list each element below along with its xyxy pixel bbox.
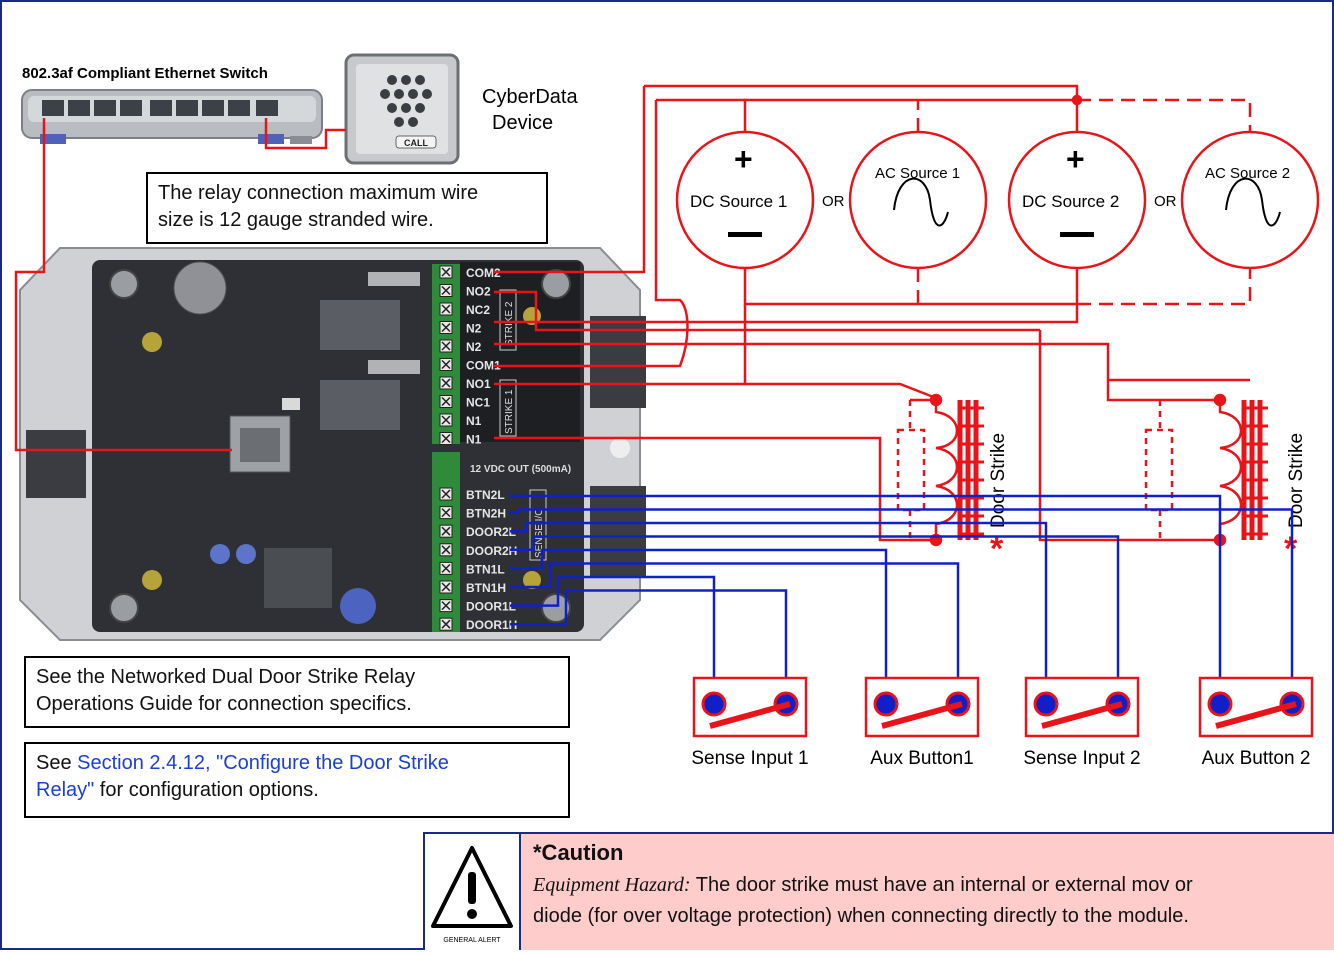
ac-source-2-label: AC Source 2 (1205, 165, 1290, 182)
relay-terminal-label: COM2 (466, 266, 501, 280)
network-cables (14, 118, 346, 452)
power-wiring (494, 84, 1252, 542)
general-alert-box: GENERAL ALERT (425, 834, 521, 950)
sense-terminal-screws (439, 487, 453, 631)
ac-source-2 (1180, 130, 1320, 270)
caution-text-line1: The door strike must have an internal or… (690, 874, 1193, 896)
sense-terminal-label: BTN2H (466, 507, 506, 521)
source-symbols: + + (728, 141, 1281, 237)
relay-terminal-label: N1 (466, 433, 482, 447)
ac2-sine-icon (1225, 177, 1281, 227)
warning-triangle-icon: GENERAL ALERT (431, 846, 513, 944)
call-label: CALL (404, 138, 428, 148)
sense-terminal-label: DOOR1L (466, 600, 516, 614)
sense-wire (510, 535, 1120, 693)
sense-wire (510, 521, 1048, 693)
sense-terminal-label: DOOR1H (466, 618, 517, 632)
caution-text: Equipment Hazard: The door strike must h… (533, 870, 1322, 932)
sense-terminal-label: DOOR2H (466, 544, 517, 558)
dc1-minus (728, 232, 762, 237)
power-sources (675, 130, 1320, 270)
switch-label: Sense Input 1 (691, 748, 808, 769)
sense-switch: Sense Input 2 (1023, 676, 1141, 769)
switch-label: Aux Button 2 (1202, 748, 1311, 769)
config-note: See Section 2.4.12, "Configure the Door … (24, 742, 570, 818)
sense-wiring (508, 494, 1294, 693)
sense-wire (510, 508, 1294, 693)
ac-source-1-label: AC Source 1 (875, 165, 960, 182)
caution-text-line2: diode (for over voltage protection) when… (533, 905, 1189, 927)
wire-size-note-line2: size is 12 gauge stranded wire. (158, 209, 434, 231)
relay-terminal-label: NO2 (466, 285, 491, 299)
mounting-screws (109, 269, 571, 623)
relay-module: STRIKE 2 STRIKE 1 12 VDC OUT (500mA) SEN… (19, 247, 646, 641)
ethernet-switch (21, 89, 323, 144)
relay-terminal-label: NO1 (466, 377, 491, 391)
relay-terminal-label: N2 (466, 322, 482, 336)
door-strike-1-label: Door Strike (988, 433, 1009, 528)
config-note-prefix: See (36, 752, 78, 774)
relay-terminal-label: NC1 (466, 396, 490, 410)
door-strike-2 (1144, 393, 1268, 547)
sense-wire (510, 575, 716, 693)
dc-source-1-label: DC Source 1 (690, 192, 787, 211)
sense-terminal-label: BTN1L (466, 562, 505, 576)
or-label-1: OR (822, 193, 845, 210)
wire-size-note: The relay connection maximum wire size i… (146, 172, 548, 244)
sense-wire (510, 548, 888, 693)
sense-wire (508, 494, 1222, 693)
vdc-label: 12 VDC OUT (500mA) (470, 464, 571, 475)
door-strike-1-asterisk: * (990, 530, 1004, 568)
caution-notice: GENERAL ALERT *Caution Equipment Hazard:… (423, 832, 1334, 950)
ac1-sine-icon (893, 177, 949, 227)
sense-wire (510, 562, 960, 693)
caution-hazard-label: Equipment Hazard: (533, 874, 691, 896)
relay-terminal-screws (439, 265, 453, 445)
relay-terminal-label: COM1 (466, 359, 501, 373)
cyberdata-device: CALL (344, 53, 460, 165)
switch-label: 802.3af Compliant Ethernet Switch (22, 65, 268, 82)
sense-terminal-label: DOOR2L (466, 525, 516, 539)
relay-terminal-label: N2 (466, 340, 482, 354)
device-label-line2: Device (492, 112, 553, 134)
switch-label: Aux Button1 (870, 748, 974, 769)
config-note-suffix: for configuration options. (94, 779, 319, 801)
strike1-label: STRIKE 1 (504, 389, 515, 434)
sense-terminal-labels: BTN2L BTN2H DOOR2L DOOR2H BTN1L BTN1H DOOR1L DO… (466, 488, 517, 632)
general-alert-caption: GENERAL ALERT (443, 937, 501, 944)
wire-size-note-line1: The relay connection maximum wire (158, 182, 479, 204)
ops-guide-note-line2: Operations Guide for connection specific… (36, 693, 412, 715)
relay-terminal-label: N1 (466, 414, 482, 428)
config-section-link[interactable]: Section 2.4.12, "Configure the Door Stri… (77, 752, 449, 774)
device-label-line1: CyberData (482, 86, 578, 108)
sense-terminal-label: BTN1H (466, 581, 506, 595)
config-section-link-cont[interactable]: Relay" (36, 779, 95, 801)
relay-terminal-label: NC2 (466, 303, 490, 317)
switch-label: Sense Input 2 (1023, 748, 1140, 769)
dc2-minus (1060, 232, 1094, 237)
door-strike-2-label: Door Strike (1286, 433, 1307, 528)
dc-source-2-label: DC Source 2 (1022, 192, 1119, 211)
sense-switch: Aux Button 2 (1198, 676, 1314, 769)
strike2-label: STRIKE 2 (504, 301, 515, 346)
sense-terminal-label: BTN2L (466, 488, 505, 502)
sense-wire (510, 589, 788, 693)
or-label-2: OR (1154, 193, 1177, 210)
ac-source-1 (848, 130, 988, 270)
caution-title: *Caution (533, 840, 624, 865)
sense-switch: Sense Input 1 (691, 676, 809, 769)
dc2-plus: + (1066, 141, 1085, 177)
dc1-plus: + (734, 141, 753, 177)
ops-guide-note: See the Networked Dual Door Strike Relay… (24, 656, 570, 728)
sense-switches: Sense Input 1 Aux Button1 Sense Input 2 Aux… (691, 676, 1314, 769)
sense-io-label: SENSE I/O (534, 508, 545, 558)
ops-guide-note-line1: See the Networked Dual Door Strike Relay (36, 666, 416, 688)
sense-switch: Aux Button1 (864, 676, 980, 769)
caution-body: *Caution Equipment Hazard: The door stri… (521, 834, 1334, 950)
